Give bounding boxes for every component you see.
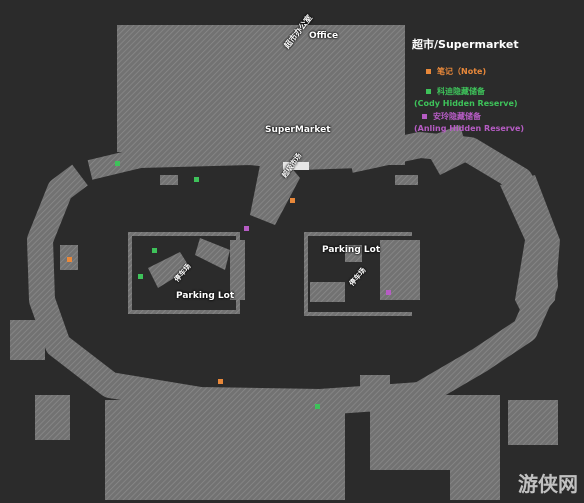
cody-reserve-icon[interactable]	[315, 404, 320, 409]
legend-item-anling-sub: (Anling Hidden Reserve)	[414, 124, 525, 133]
legend-title: 超市/Supermarket	[412, 38, 519, 51]
parking-lot-right-label: Parking Lot	[322, 245, 381, 255]
bottom-lot	[105, 400, 345, 500]
supermarket-building	[117, 25, 405, 168]
note-icon[interactable]	[218, 379, 223, 384]
legend-item-cody-label: 科迪隐藏储备	[437, 87, 485, 96]
anling-reserve-icon[interactable]	[244, 226, 249, 231]
cody-reserve-icon[interactable]	[115, 161, 120, 166]
cody-reserve-icon[interactable]	[152, 248, 157, 253]
parking-lot-left-label: Parking Lot	[176, 291, 235, 301]
office-label: Office	[309, 31, 339, 41]
legend-item-cody: 科迪隐藏储备	[426, 86, 580, 97]
legend-item-cody-sub: (Cody Hidden Reserve)	[414, 99, 518, 108]
legend-item-note: 笔记（Note)	[426, 66, 580, 77]
legend: 超市/Supermarket 笔记（Note) 科迪隐藏储备 (Cody Hid…	[412, 36, 580, 136]
legend-item-anling: 安玲隐藏储备	[422, 111, 580, 122]
cody-reserve-icon[interactable]	[194, 177, 199, 182]
note-icon[interactable]	[67, 257, 72, 262]
anling-reserve-icon	[422, 114, 427, 119]
legend-item-anling-label: 安玲隐藏储备	[433, 112, 481, 121]
note-icon[interactable]	[290, 198, 295, 203]
cody-reserve-icon[interactable]	[138, 274, 143, 279]
anling-reserve-icon[interactable]	[386, 290, 391, 295]
watermark: 游侠网	[518, 472, 578, 496]
cody-reserve-icon	[426, 89, 431, 94]
supermarket-label: SuperMarket	[265, 125, 331, 135]
note-icon	[426, 69, 431, 74]
entrance-sign	[283, 162, 309, 170]
legend-item-note-label: 笔记（Note)	[437, 67, 487, 76]
